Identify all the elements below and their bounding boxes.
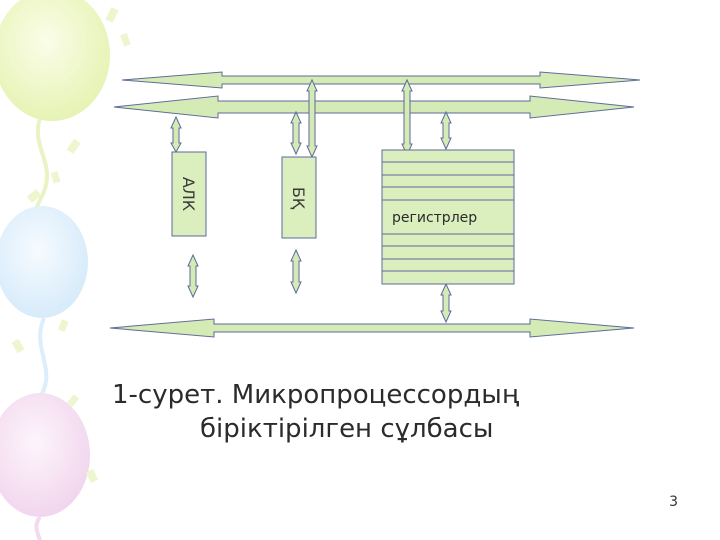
registers-bottom-connector-arrow [440,282,452,324]
alu-label: АЛК [179,177,198,212]
top-bus-arrow-1 [121,71,641,89]
bk-label: БҚ [289,187,308,210]
bk-topbus-connector-arrow [306,78,318,159]
registers-block: регистрлер [381,149,515,285]
balloon-blue [0,206,88,402]
caption-line-1: 1-сурет. Микропроцессордың [112,380,520,410]
page-number: 3 [669,494,678,510]
bk-bus-connector-arrow [290,110,302,156]
confetti-decoration [11,6,131,484]
alu-bus-connector-arrow [170,115,182,154]
figure-caption: 1-сурет. Микропроцессордың біріктірілген… [112,378,672,446]
top-bus-arrow-2 [113,95,635,119]
bk-block: БҚ [281,156,317,239]
registers-topbus-connector-arrow [401,78,413,157]
registers-bus-connector-arrow [440,110,452,151]
bk-bottom-connector-arrow [290,248,302,295]
caption-line-2: біріктірілген сұлбасы [200,414,494,444]
alu-bottom-connector-arrow [187,253,199,299]
registers-label: регистрлер [392,210,477,226]
balloon-pink [0,393,90,540]
alu-block: АЛК [171,151,207,237]
bottom-bus-arrow [109,318,635,338]
